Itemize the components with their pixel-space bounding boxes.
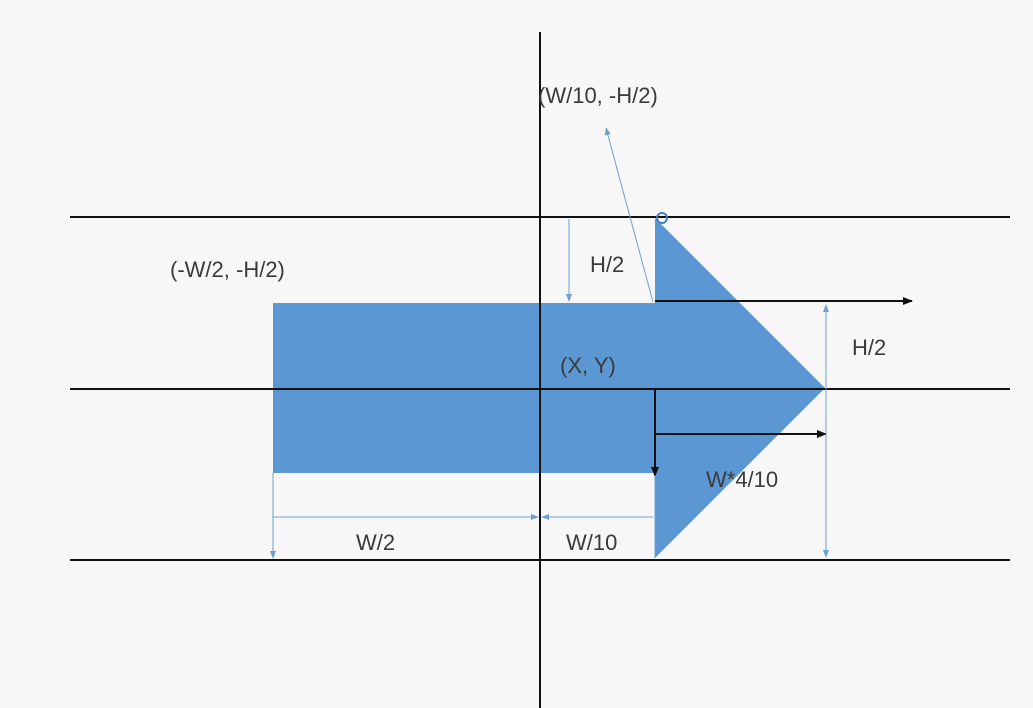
label-h-half-top: H/2 <box>590 252 624 277</box>
top-point-marker <box>656 212 668 224</box>
label-w-half: W/2 <box>356 530 395 555</box>
label-w-tenth: W/10 <box>566 530 617 555</box>
top-point-leader <box>604 127 654 303</box>
label-w-head: W*4/10 <box>706 467 778 492</box>
label-top-point: (W/10, -H/2) <box>538 83 658 108</box>
label-h-half-right: H/2 <box>852 335 886 360</box>
label-left-point: (-W/2, -H/2) <box>170 257 285 282</box>
label-center: (X, Y) <box>560 353 616 378</box>
